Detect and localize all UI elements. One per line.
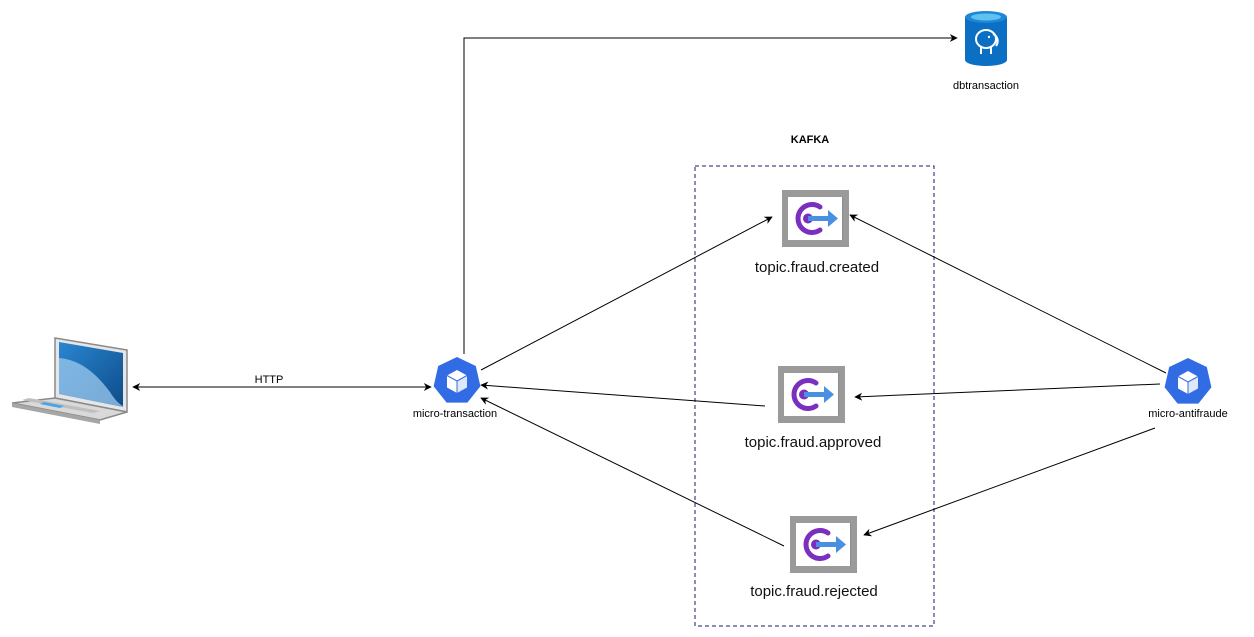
kubernetes-pod-icon xyxy=(433,356,481,404)
laptop-node[interactable] xyxy=(11,337,128,424)
micro-antifraude-label: micro-antifraude xyxy=(1148,408,1227,420)
edge-transaction-to-db xyxy=(463,34,958,354)
edges: HTTP xyxy=(132,34,1167,547)
dbtransaction-node[interactable]: dbtransaction xyxy=(953,11,1019,92)
kafka-group-label: KAFKA xyxy=(791,134,830,146)
edge-antifraude-to-rejected xyxy=(863,427,1156,537)
edge-http-label: HTTP xyxy=(255,374,284,386)
topic-created-node[interactable]: topic.fraud.created xyxy=(755,190,879,276)
topic-approved-label: topic.fraud.approved xyxy=(745,434,882,451)
edge-antifraude-to-created xyxy=(849,214,1167,374)
edge-antifraude-to-approved xyxy=(854,383,1161,401)
topic-created-label: topic.fraud.created xyxy=(755,259,879,276)
edge-transaction-to-created xyxy=(480,216,773,371)
micro-transaction-label: micro-transaction xyxy=(413,408,497,420)
postgresql-database-icon xyxy=(965,11,1007,66)
topic-approved-node[interactable]: topic.fraud.approved xyxy=(745,366,882,451)
topic-rejected-label: topic.fraud.rejected xyxy=(750,583,878,600)
edge-approved-to-transaction xyxy=(480,381,766,407)
laptop-icon xyxy=(11,337,128,424)
kubernetes-pod-icon xyxy=(1164,357,1212,405)
event-topic-icon xyxy=(790,516,857,573)
micro-antifraude-node[interactable]: micro-antifraude xyxy=(1148,357,1228,420)
kafka-group-box xyxy=(694,165,935,627)
dbtransaction-label: dbtransaction xyxy=(953,80,1019,92)
edge-rejected-to-transaction xyxy=(480,397,785,547)
event-topic-icon xyxy=(782,190,849,247)
topic-rejected-node[interactable]: topic.fraud.rejected xyxy=(750,516,878,600)
event-topic-icon xyxy=(778,366,845,423)
micro-transaction-node[interactable]: micro-transaction xyxy=(413,356,497,420)
